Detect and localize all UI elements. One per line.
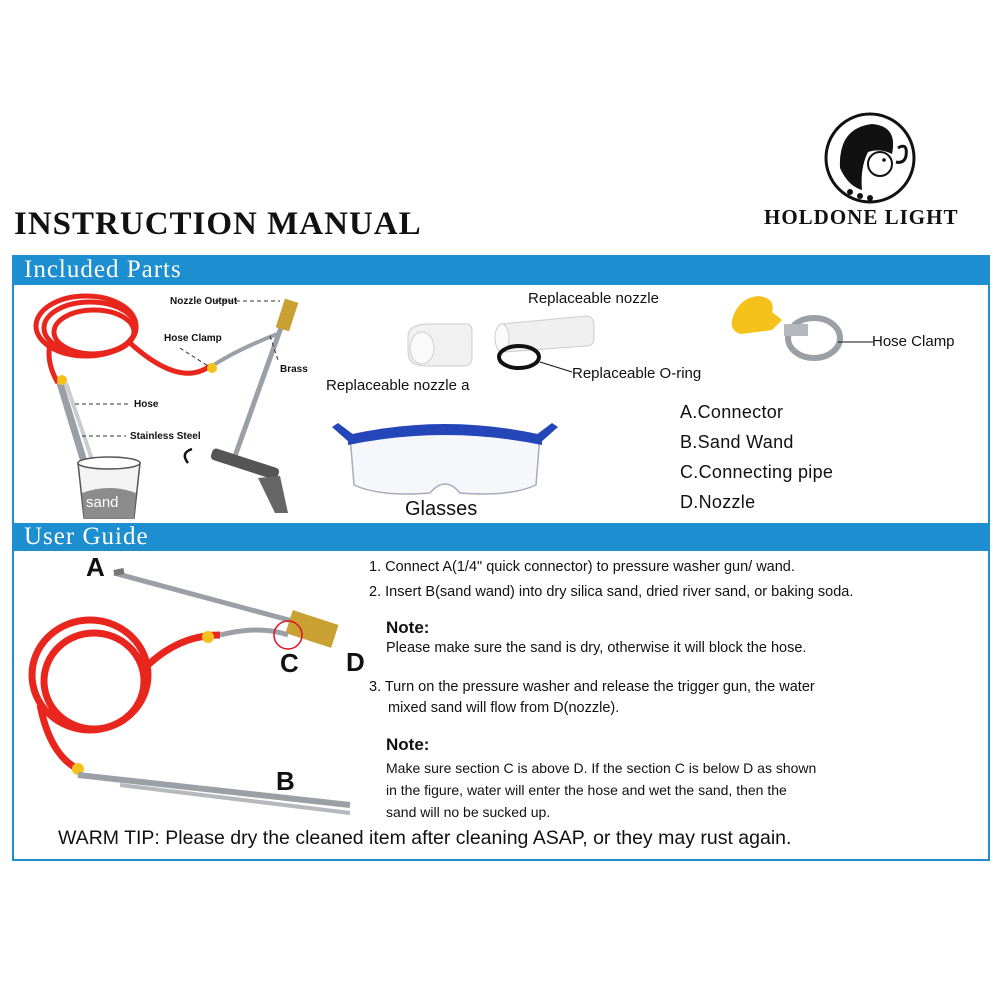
note-2-line-1: Make sure section C is above D. If the s… — [386, 760, 817, 776]
parts-list-item: A.Connector — [680, 402, 784, 422]
parts-list-item: D.Nozzle — [680, 492, 756, 512]
diagram-letter-c: C — [280, 648, 299, 678]
note-2-line-3: sand will no be sucked up. — [386, 804, 551, 820]
diagram-letter-a: A — [86, 552, 105, 582]
replaceable-nozzle-a-image — [407, 323, 473, 367]
step-1: 1. Connect A(1/4" quick connector) to pr… — [369, 559, 795, 575]
label-nozzle-output: Nozzle Output — [170, 296, 238, 307]
parts-list-item: B.Sand Wand — [680, 432, 794, 452]
step-2: 2. Insert B(sand wand) into dry silica s… — [369, 584, 854, 600]
label-glasses: Glasses — [405, 498, 478, 520]
note-2-line-2: in the figure, water will enter the hose… — [386, 782, 787, 798]
sandblaster-assembly-diagram — [28, 568, 351, 815]
note-1-text: Please make sure the sand is dry, otherw… — [386, 640, 807, 656]
brand-name: HOLDONE LIGHT — [764, 205, 959, 229]
label-hose: Hose — [134, 399, 159, 410]
page-title: INSTRUCTION MANUAL — [14, 206, 422, 242]
diagram-letter-b: B — [276, 766, 295, 796]
label-replaceable-nozzle-a: Replaceable nozzle a — [326, 377, 470, 394]
label-hose-clamp-small: Hose Clamp — [164, 333, 222, 344]
sandblaster-kit-illustration — [33, 293, 299, 519]
step-3-line-2: mixed sand will flow from D(nozzle). — [388, 700, 620, 716]
parts-list-item: C.Connecting pipe — [680, 462, 834, 482]
warm-tip: WARM TIP: Please dry the cleaned item af… — [58, 827, 792, 849]
label-sand: sand — [86, 494, 119, 511]
safety-glasses-image — [332, 423, 558, 495]
note-1-heading: Note: — [386, 618, 430, 637]
oring-image — [497, 344, 541, 370]
label-hose-clamp: Hose Clamp — [872, 333, 955, 350]
step-3-line-1: 3. Turn on the pressure washer and relea… — [369, 679, 815, 695]
brand-logo — [824, 112, 916, 204]
included-parts-heading: Included Parts — [12, 255, 990, 285]
hose-clamp-image — [731, 296, 873, 361]
replaceable-nozzle-image — [494, 315, 595, 353]
oring-leader-line — [539, 361, 573, 373]
parts-list: A.Connector B.Sand Wand C.Connecting pip… — [680, 402, 833, 522]
user-guide-heading: User Guide — [12, 523, 990, 551]
label-replaceable-oring: Replaceable O-ring — [572, 365, 702, 382]
diagram-letter-d: D — [346, 647, 365, 677]
label-brass: Brass — [280, 364, 308, 375]
label-stainless-steel: Stainless Steel — [130, 431, 201, 442]
label-replaceable-nozzle: Replaceable nozzle — [528, 290, 659, 307]
note-2-heading: Note: — [386, 735, 430, 754]
